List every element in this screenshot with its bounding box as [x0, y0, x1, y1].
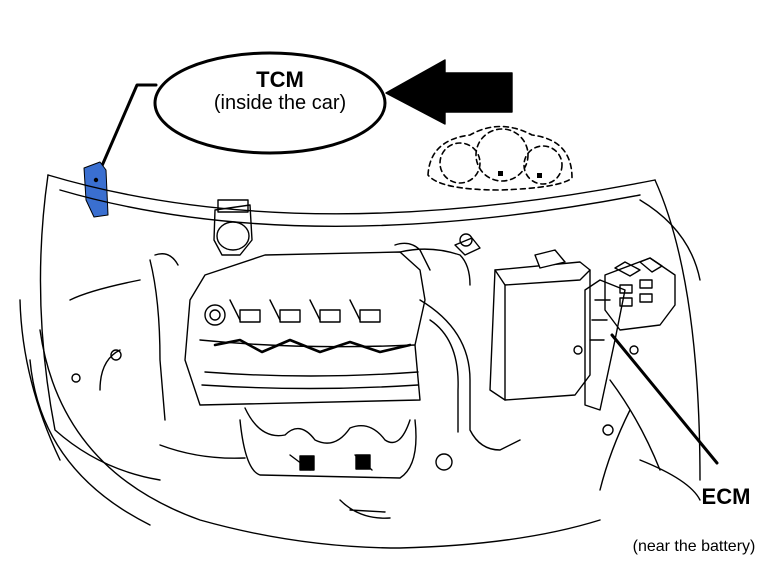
tcm-location-note: (inside the car) — [213, 92, 347, 114]
tcm-module — [83, 161, 109, 218]
right-details — [454, 233, 661, 491]
tcm-label: TCM — [256, 67, 304, 92]
air-intake — [394, 242, 521, 451]
ecm-leader-line — [610, 333, 719, 465]
car-body-outline — [19, 174, 701, 549]
fuse-box — [604, 257, 676, 331]
exhaust-manifold — [159, 407, 453, 519]
ecm-label: ECM — [701, 484, 751, 509]
instrument-cluster — [427, 125, 573, 191]
engine-block — [184, 251, 426, 406]
tcm-leader-line — [96, 83, 158, 177]
battery — [489, 249, 591, 401]
tcm-callout-bubble — [153, 51, 387, 155]
pointer-arrow-icon — [385, 59, 513, 125]
left-hoses — [69, 199, 253, 421]
ecm-location-note: (near the battery) — [632, 538, 756, 555]
